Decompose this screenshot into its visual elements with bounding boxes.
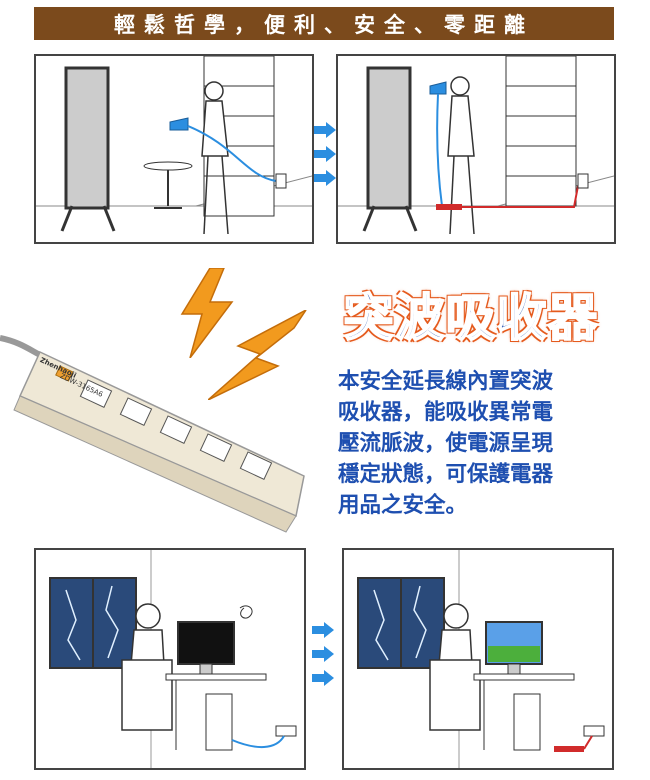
surge-description: 本安全延長線內置突波 吸收器，能吸收異常電 壓流脈波，使電源呈現 穩定狀態，可保…: [338, 369, 554, 518]
arrow-right-icon: [312, 622, 334, 638]
slogan-banner: 輕鬆哲學，便利、安全、零距離: [34, 7, 614, 40]
woman-at-desk: [121, 603, 173, 731]
woman-figure: [447, 76, 475, 235]
woman-figure: [201, 81, 229, 235]
short-cable-line: [436, 93, 443, 207]
arrow-group-bottom: [312, 622, 334, 686]
lightning-bolt-icon: [208, 310, 307, 400]
wall-outlet-icon: [275, 173, 287, 189]
mirror-icon: [60, 66, 116, 232]
stormy-window-icon: [357, 577, 445, 669]
woman-at-desk: [429, 603, 481, 731]
desk-icon: [165, 673, 267, 750]
arrow-group-top: [314, 122, 336, 186]
illustration-after-hairdryer: [336, 54, 616, 244]
cable-line: [231, 735, 285, 748]
extension-cord-icon: [554, 746, 584, 752]
power-strip-icon: [0, 335, 305, 533]
wall-outlet-icon: [275, 725, 297, 737]
illustration-after-computer: [342, 548, 614, 770]
arrow-right-icon: [312, 670, 334, 686]
monitor-icon: [485, 621, 543, 675]
lightning-bolt-icon: [180, 268, 234, 358]
red-cable-line: [583, 735, 593, 750]
smoke-spiral: [239, 605, 253, 619]
monitor-icon: [177, 621, 235, 675]
red-cable-line: [462, 185, 579, 208]
arrow-right-icon: [312, 646, 334, 662]
wall-outlet-icon: [577, 173, 589, 189]
hair-dryer-icon: [429, 81, 447, 95]
shelf-icon: [505, 56, 577, 207]
stormy-window-icon: [49, 577, 137, 669]
slogan-text: 輕鬆哲學，便利、安全、零距離: [114, 12, 534, 37]
illustration-before-hairdryer: [34, 54, 314, 244]
desk-icon: [473, 673, 575, 750]
extension-cord-icon: [436, 204, 462, 210]
long-cable-line: [187, 125, 277, 182]
wall-outlet-icon: [583, 725, 605, 737]
arrow-right-icon: [314, 170, 336, 186]
arrow-right-icon: [314, 122, 336, 138]
pc-tower-icon: [205, 693, 233, 751]
hair-dryer-icon: [169, 117, 189, 131]
illustration-before-computer: [34, 548, 306, 770]
mirror-icon: [362, 66, 418, 232]
surge-absorber-title: 突波吸收器: [343, 288, 599, 348]
pc-tower-icon: [513, 693, 541, 751]
side-table-icon: [143, 161, 193, 209]
arrow-right-icon: [314, 146, 336, 162]
